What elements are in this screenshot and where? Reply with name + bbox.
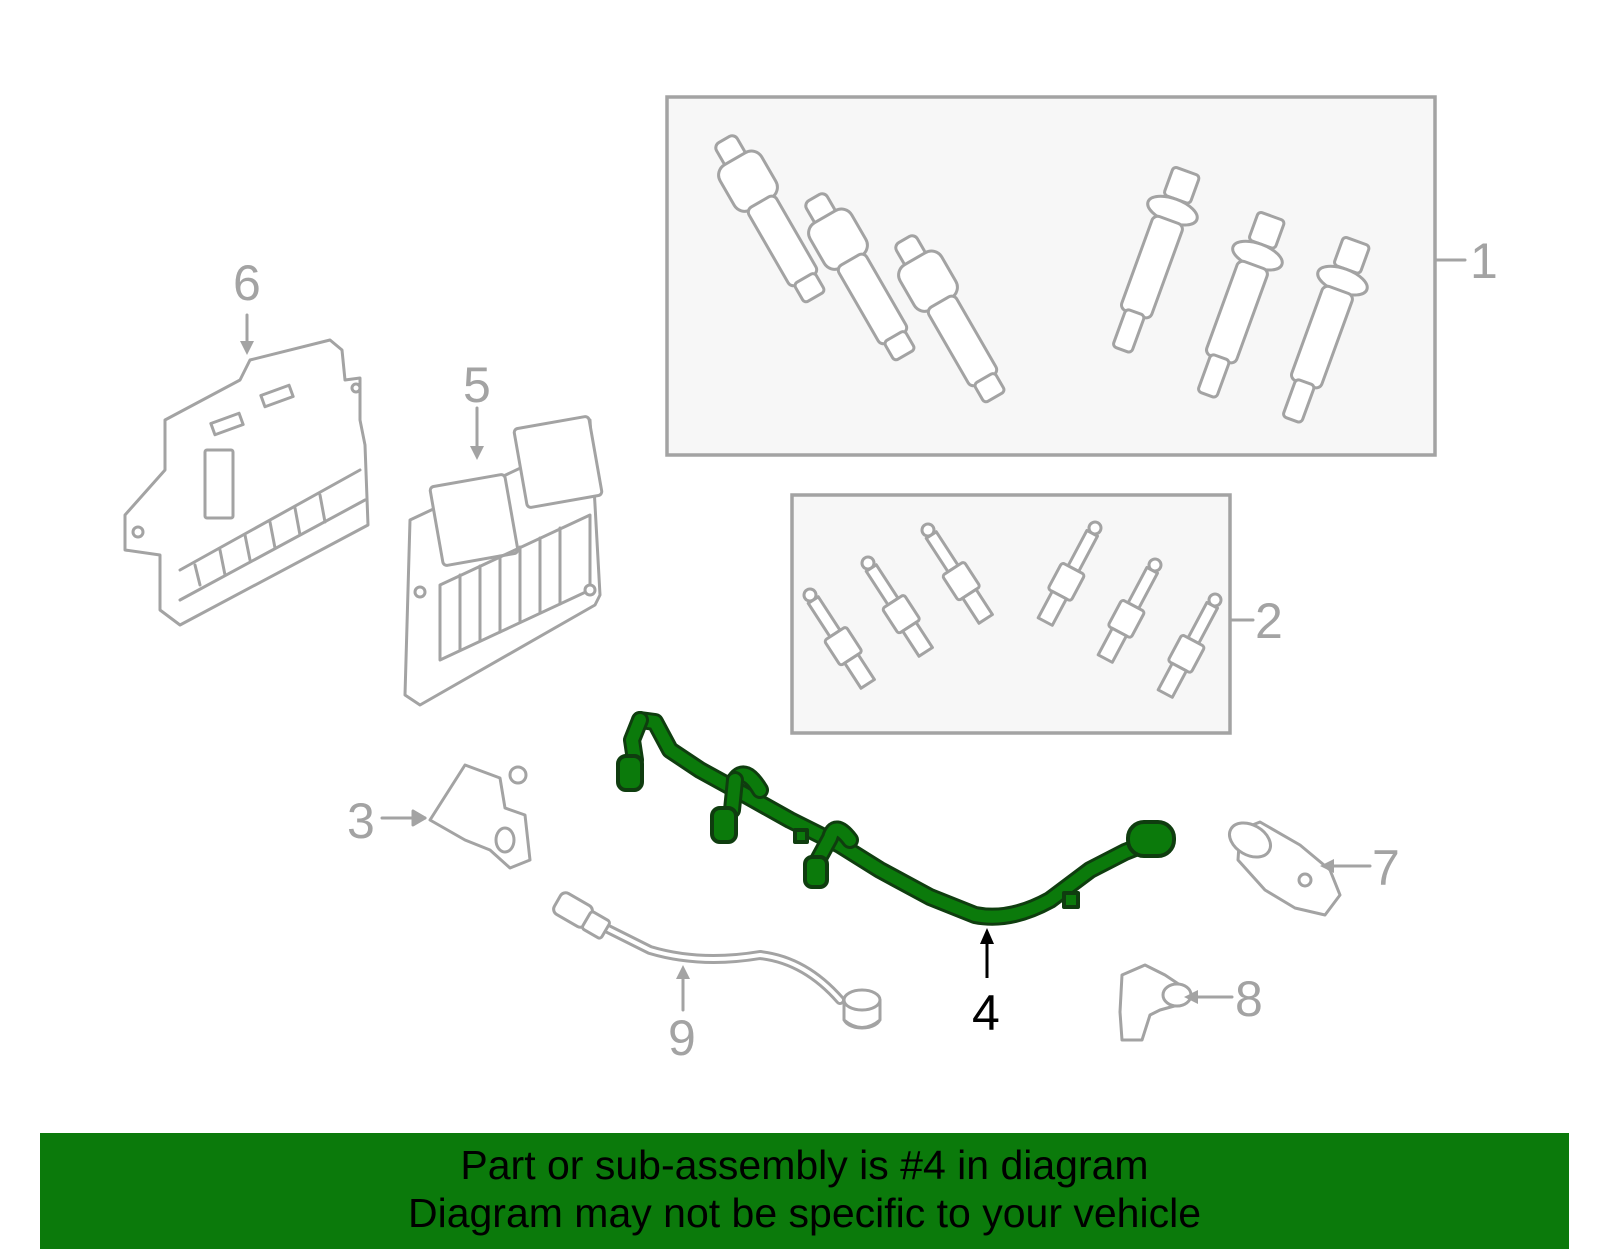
callout-7: 7	[1372, 840, 1400, 896]
part-5-ecm[interactable]: 5	[403, 357, 604, 707]
callout-9: 9	[668, 1010, 696, 1066]
spark-plug	[1156, 592, 1223, 699]
info-banner: Part or sub-assembly is #4 in diagram Di…	[40, 1133, 1569, 1249]
ignition-coil	[714, 134, 826, 304]
harness-connector	[1126, 820, 1176, 858]
part-3-sensor[interactable]: 3	[347, 763, 532, 870]
harness-connector	[710, 806, 738, 844]
part-6-module[interactable]: 6	[123, 255, 370, 627]
callout-6: 6	[233, 255, 261, 311]
parts-diagram: 1 2	[123, 95, 1498, 1066]
part-4-wiring-harness[interactable]: 4	[616, 711, 1176, 1041]
ignition-coil	[804, 192, 916, 362]
ignition-coil	[1112, 166, 1201, 354]
harness-clip	[793, 828, 809, 844]
ignition-coil	[1197, 211, 1286, 399]
callout-5: 5	[463, 357, 491, 413]
part-9-knock-sensor[interactable]: 9	[551, 891, 882, 1066]
part-7-sensor[interactable]: 7	[1223, 816, 1400, 917]
harness-connector	[803, 855, 829, 889]
part-8-sensor[interactable]: 8	[1118, 963, 1263, 1042]
spark-plug	[802, 587, 876, 690]
ignition-coil-group[interactable]: 1	[665, 95, 1498, 457]
spark-plug	[920, 522, 994, 625]
ignition-coil	[894, 234, 1006, 404]
callout-1: 1	[1470, 233, 1498, 289]
spark-plug-group[interactable]: 2	[790, 493, 1283, 735]
callout-4: 4	[972, 985, 1000, 1041]
spark-plug	[1096, 557, 1163, 664]
harness-clip	[1062, 891, 1080, 909]
banner-line-disclaimer: Diagram may not be specific to your vehi…	[407, 1190, 1201, 1236]
spark-plug-box	[790, 493, 1232, 735]
ignition-coil	[1282, 236, 1371, 424]
spark-plug	[1036, 520, 1103, 627]
callout-3: 3	[347, 793, 375, 849]
banner-line-part-number: Part or sub-assembly is #4 in diagram	[460, 1142, 1149, 1188]
harness-connector	[616, 754, 644, 792]
callout-2: 2	[1255, 593, 1283, 649]
spark-plug	[860, 555, 934, 658]
callout-8: 8	[1235, 971, 1263, 1027]
